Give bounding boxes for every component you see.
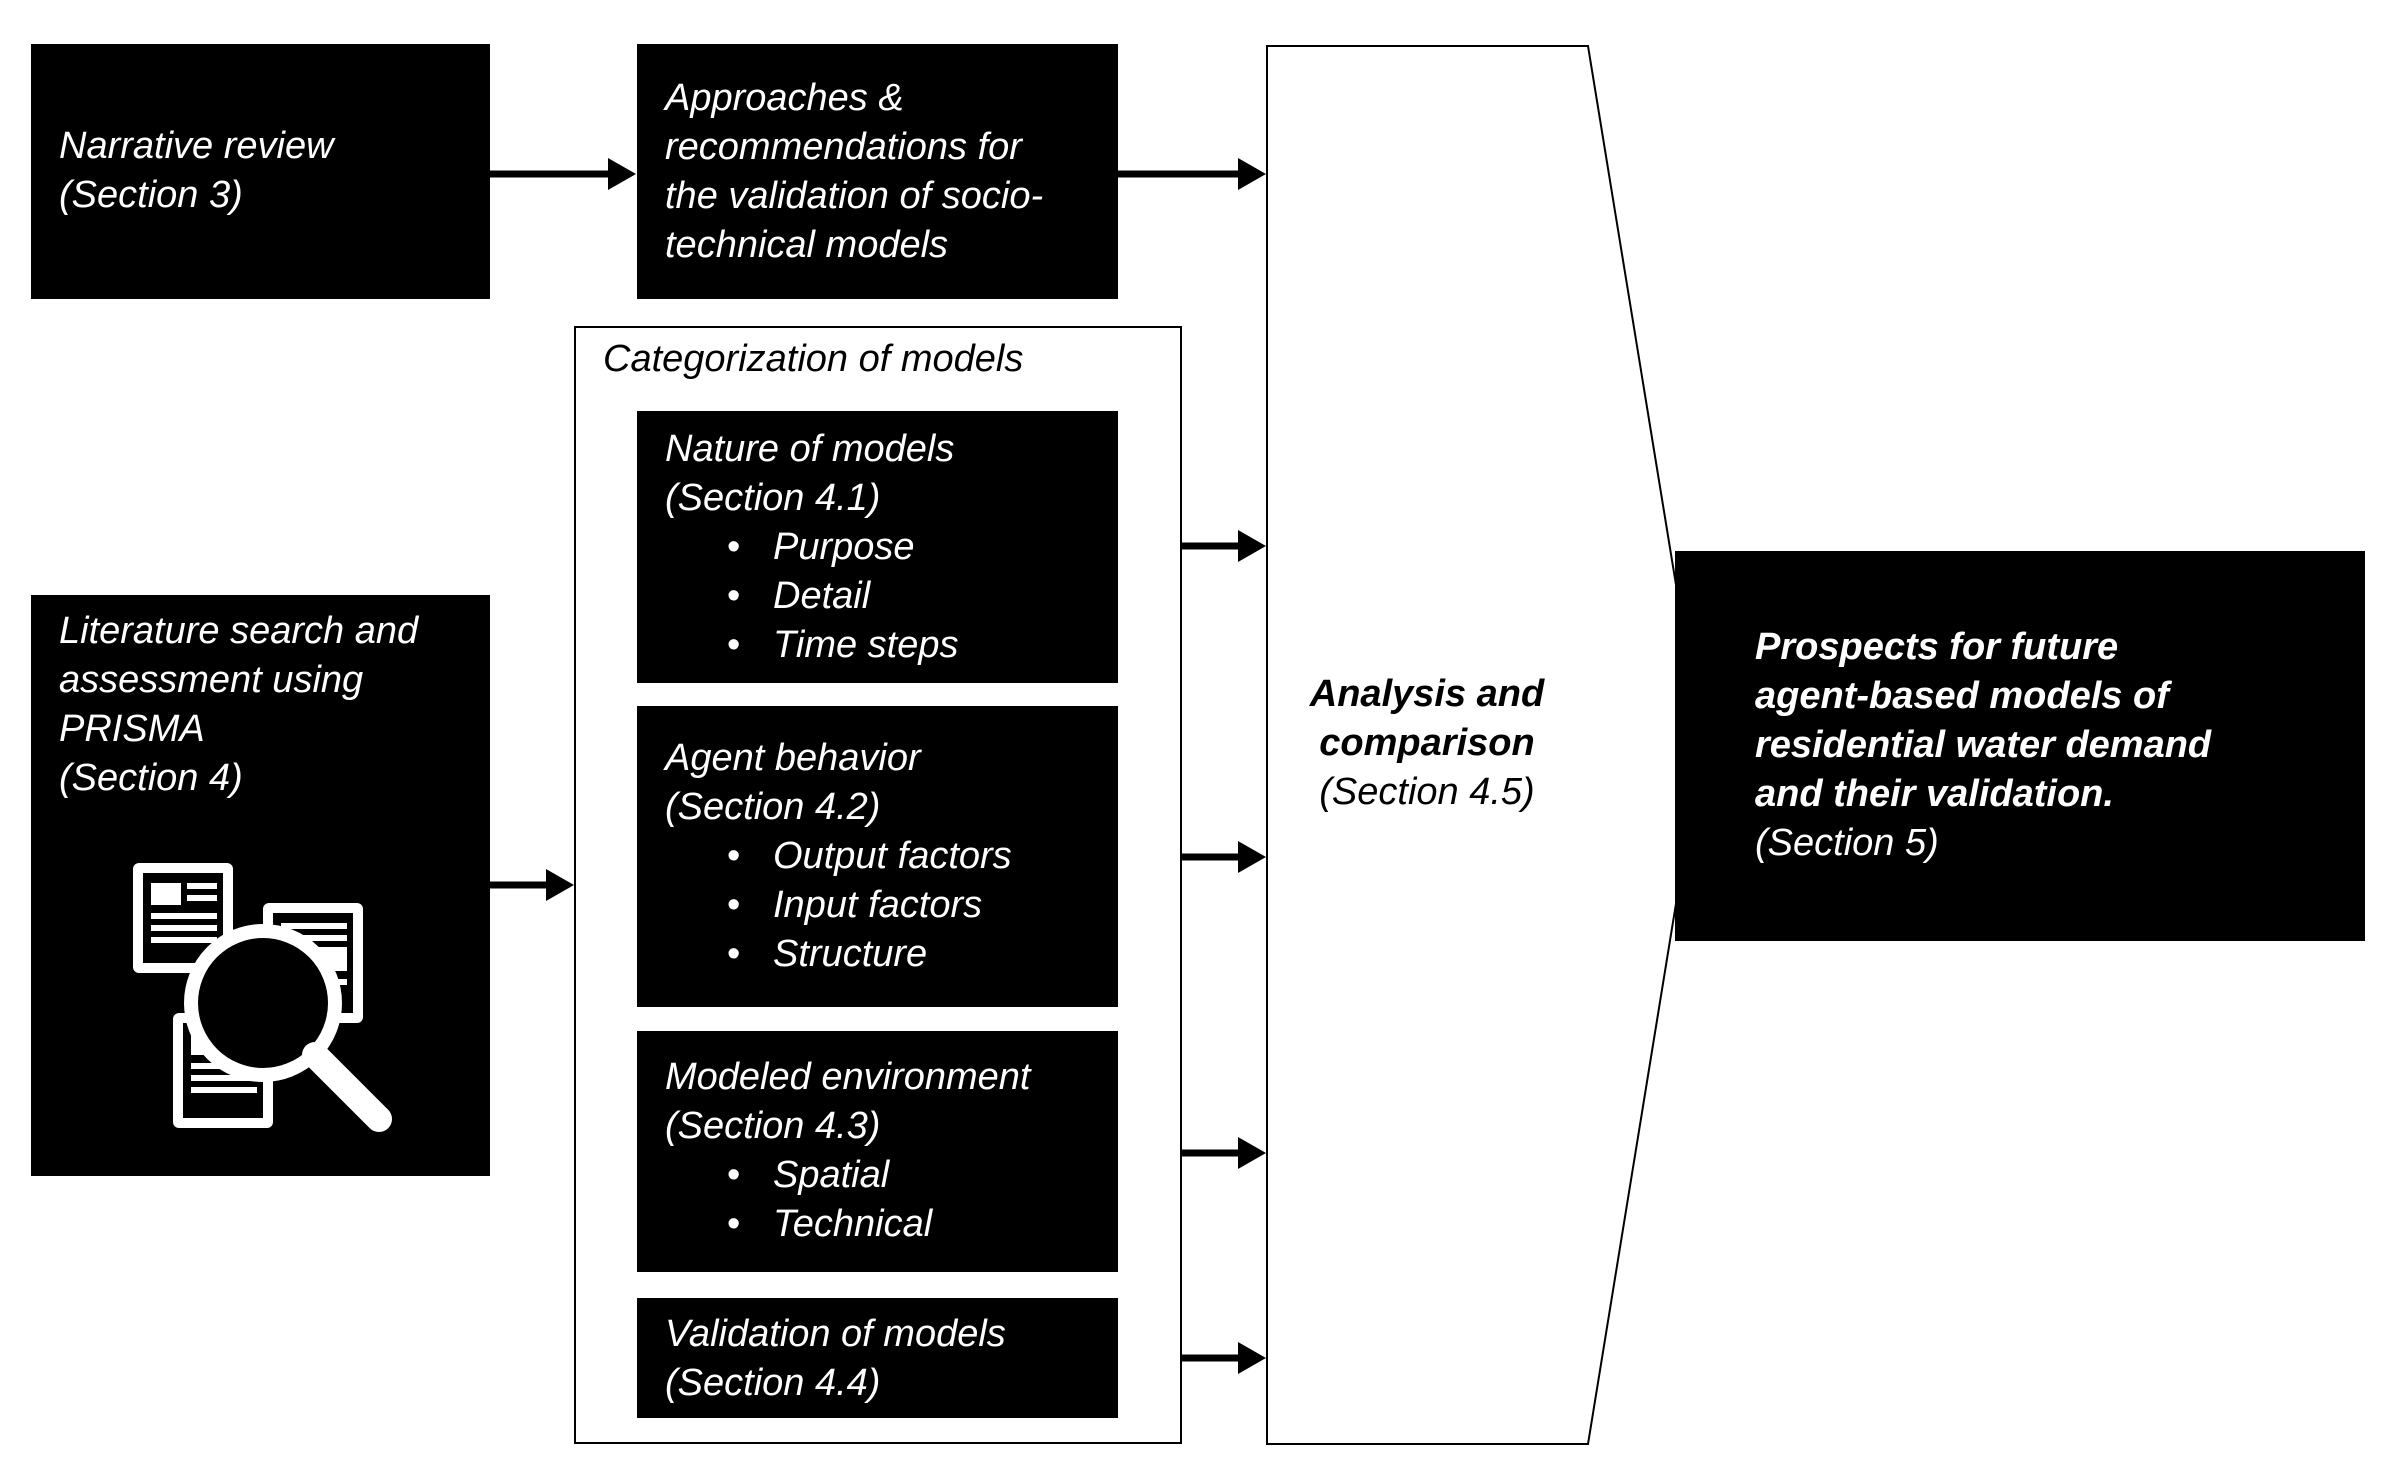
validation-of-models-box: Validation of models (Section 4.4) <box>637 1298 1118 1418</box>
literature-search-box: Literature search and assessment using P… <box>31 595 490 1176</box>
nature-of-models-box: Nature of models (Section 4.1) Purpose D… <box>637 411 1118 683</box>
list-item: Input factors <box>727 881 1118 930</box>
nature-section: (Section 4.1) <box>665 477 881 519</box>
list-item: Technical <box>727 1200 1118 1249</box>
validation-section: (Section 4.4) <box>665 1362 881 1404</box>
agent-title: Agent behavior <box>665 737 921 779</box>
environment-title: Modeled environment <box>665 1056 1031 1098</box>
arrow-literature-to-categorization <box>490 869 574 901</box>
analysis-chevron <box>1266 45 1704 1445</box>
document-search-icon <box>133 863 392 1132</box>
list-item: Structure <box>727 930 1118 979</box>
prospects-section: (Section 5) <box>1755 822 1939 864</box>
list-item: Detail <box>727 572 1118 621</box>
narrative-review-box: Narrative review (Section 3) <box>31 44 490 299</box>
literature-search-section: (Section 4) <box>59 757 243 799</box>
nature-title: Nature of models <box>665 428 955 470</box>
arrow-narrative-to-approaches <box>490 158 636 190</box>
list-item: Output factors <box>727 832 1118 881</box>
agent-behavior-box: Agent behavior (Section 4.2) Output fact… <box>637 706 1118 1007</box>
list-item: Spatial <box>727 1151 1118 1200</box>
narrative-review-title: Narrative review <box>59 125 334 167</box>
validation-title: Validation of models <box>665 1313 1006 1355</box>
arrow-approaches-to-analysis <box>1118 158 1266 190</box>
list-item: Time steps <box>727 621 1118 670</box>
prospects-box: Prospects for future agent-based models … <box>1675 551 2365 941</box>
analysis-label: Analysis and comparison (Section 4.5) <box>1262 670 1592 817</box>
literature-search-title: Literature search and assessment using P… <box>59 610 419 750</box>
narrative-review-section: (Section 3) <box>59 174 243 216</box>
agent-section: (Section 4.2) <box>665 786 881 828</box>
analysis-section: (Section 4.5) <box>1319 771 1535 813</box>
categorization-title: Categorization of models <box>603 338 1024 380</box>
approaches-text: Approaches & recommendations for the val… <box>665 77 1044 266</box>
environment-section: (Section 4.3) <box>665 1105 881 1147</box>
list-item: Purpose <box>727 523 1118 572</box>
approaches-box: Approaches & recommendations for the val… <box>637 44 1118 299</box>
prospects-title: Prospects for future agent-based models … <box>1755 626 2212 815</box>
modeled-environment-box: Modeled environment (Section 4.3) Spatia… <box>637 1031 1118 1272</box>
analysis-title: Analysis and comparison <box>1309 673 1545 764</box>
